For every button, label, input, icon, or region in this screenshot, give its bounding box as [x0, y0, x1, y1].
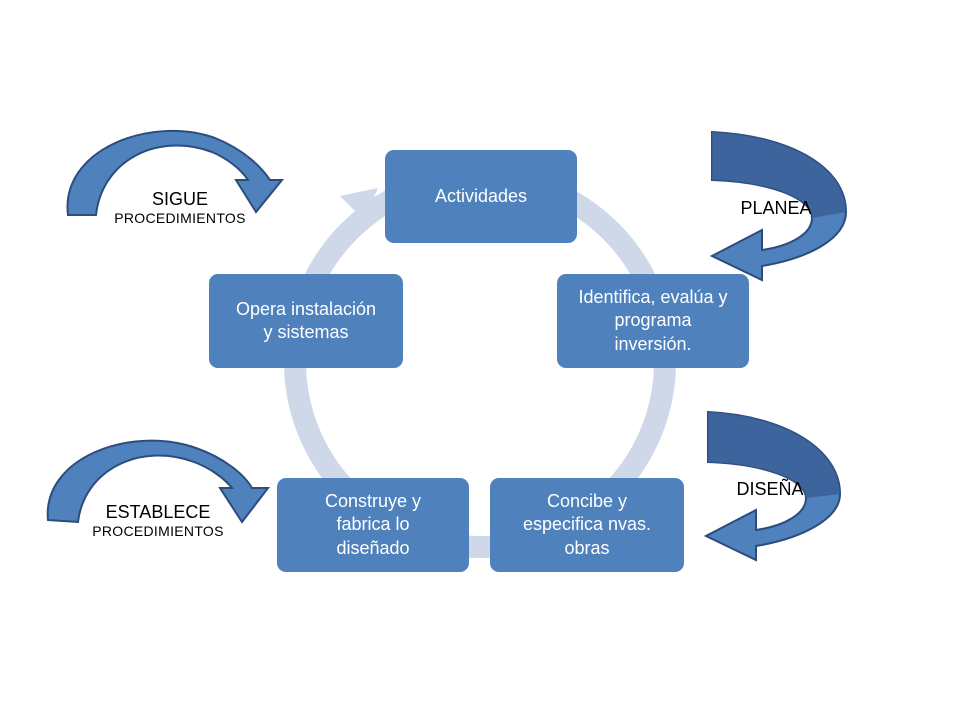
label-planea: PLANEA	[732, 198, 820, 219]
label-sigue-sub: PROCEDIMIENTOS	[114, 210, 246, 226]
sigue-curved-arrow	[66, 129, 285, 216]
label-disena: DISEÑA	[726, 479, 814, 500]
label-establece: ESTABLECE PROCEDIMIENTOS	[78, 502, 238, 539]
node-identifica: Identifica, evalúa y programa inversión.	[557, 274, 749, 368]
label-establece-main: ESTABLECE	[105, 502, 211, 522]
disena-curved-arrow	[703, 410, 842, 562]
node-actividades: Actividades	[385, 150, 577, 243]
cycle-arrowhead	[340, 188, 378, 220]
label-disena-main: DISEÑA	[736, 479, 804, 499]
label-planea-main: PLANEA	[740, 198, 812, 218]
label-sigue: SIGUE PROCEDIMIENTOS	[100, 189, 260, 226]
label-establece-sub: PROCEDIMIENTOS	[92, 523, 224, 539]
label-sigue-main: SIGUE	[151, 189, 208, 209]
node-construye: Construye y fabrica lo diseñado	[277, 478, 469, 572]
node-opera: Opera instalación y sistemas	[209, 274, 403, 368]
establece-curved-arrow	[46, 439, 271, 524]
planea-curved-arrow	[709, 130, 848, 282]
node-concibe: Concibe y especifica nvas. obras	[490, 478, 684, 572]
